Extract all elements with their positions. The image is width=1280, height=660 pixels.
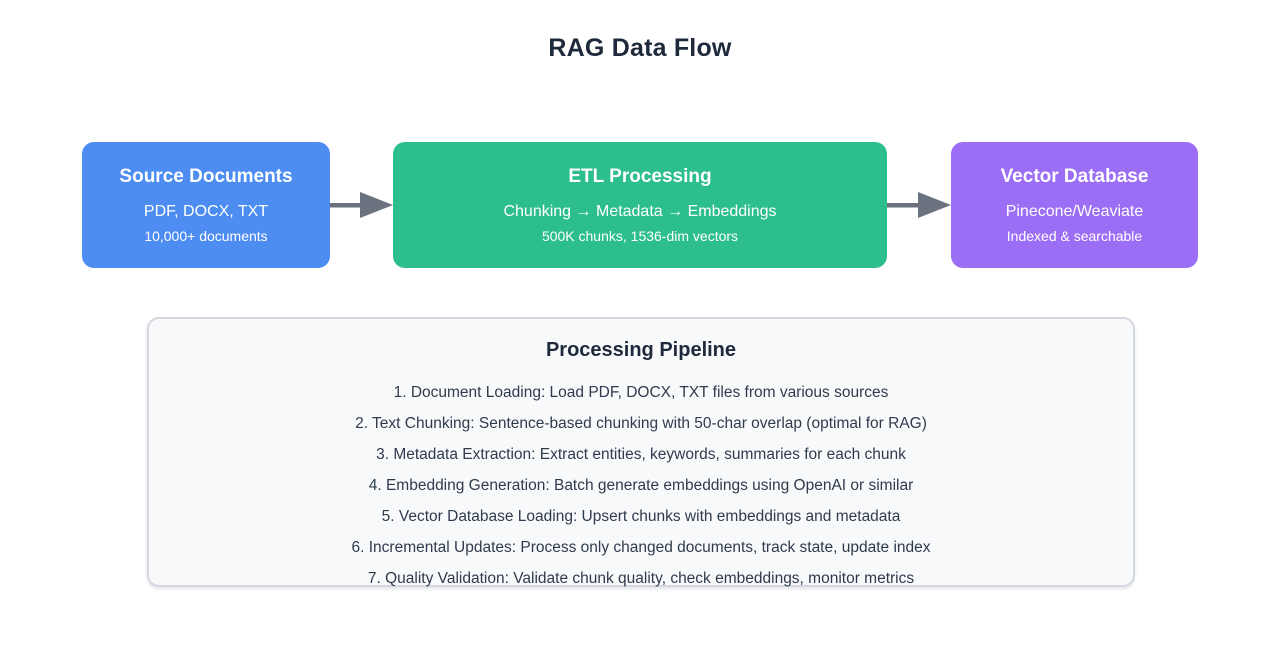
node-detail-providers: Pinecone/Weaviate	[1005, 203, 1144, 220]
node-detail-status: Indexed & searchable	[1006, 228, 1143, 244]
node-title: Source Documents	[119, 166, 293, 187]
flow-node-source-documents: Source Documents PDF, DOCX, TXT 10,000+ …	[82, 142, 330, 268]
node-detail-count: 10,000+ documents	[144, 228, 268, 244]
pipeline-title: Processing Pipeline	[545, 339, 737, 361]
pipeline-step: 3. Metadata Extraction: Extract entities…	[376, 446, 906, 463]
node-title: Vector Database	[1000, 166, 1149, 187]
pipeline-step: 6. Incremental Updates: Process only cha…	[351, 539, 931, 556]
node-detail-stages: Chunking → Metadata → Embeddings	[503, 203, 777, 220]
arrow-right-icon	[887, 192, 951, 218]
node-detail-stats: 500K chunks, 1536-dim vectors	[541, 228, 739, 244]
flow-arrow-icon	[330, 142, 393, 268]
pipeline-step: 4. Embedding Generation: Batch generate …	[368, 477, 914, 494]
pipeline-step: 1. Document Loading: Load PDF, DOCX, TXT…	[393, 384, 889, 401]
pipeline-step: 5. Vector Database Loading: Upsert chunk…	[381, 508, 901, 525]
pipeline-steps-list: 1. Document Loading: Load PDF, DOCX, TXT…	[149, 377, 1133, 594]
flow-node-vector-database: Vector Database Pinecone/Weaviate Indexe…	[951, 142, 1198, 268]
node-title: ETL Processing	[568, 166, 712, 187]
page-title: RAG Data Flow	[548, 34, 732, 62]
flow-arrow-icon	[887, 142, 951, 268]
node-detail-formats: PDF, DOCX, TXT	[143, 203, 269, 220]
pipeline-step: 7. Quality Validation: Validate chunk qu…	[367, 570, 915, 587]
pipeline-step: 2. Text Chunking: Sentence-based chunkin…	[355, 415, 927, 432]
flow-node-etl-processing: ETL Processing Chunking → Metadata → Emb…	[393, 142, 887, 268]
pipeline-panel: Processing Pipeline 1. Document Loading:…	[147, 317, 1135, 587]
arrow-right-icon	[330, 192, 393, 218]
